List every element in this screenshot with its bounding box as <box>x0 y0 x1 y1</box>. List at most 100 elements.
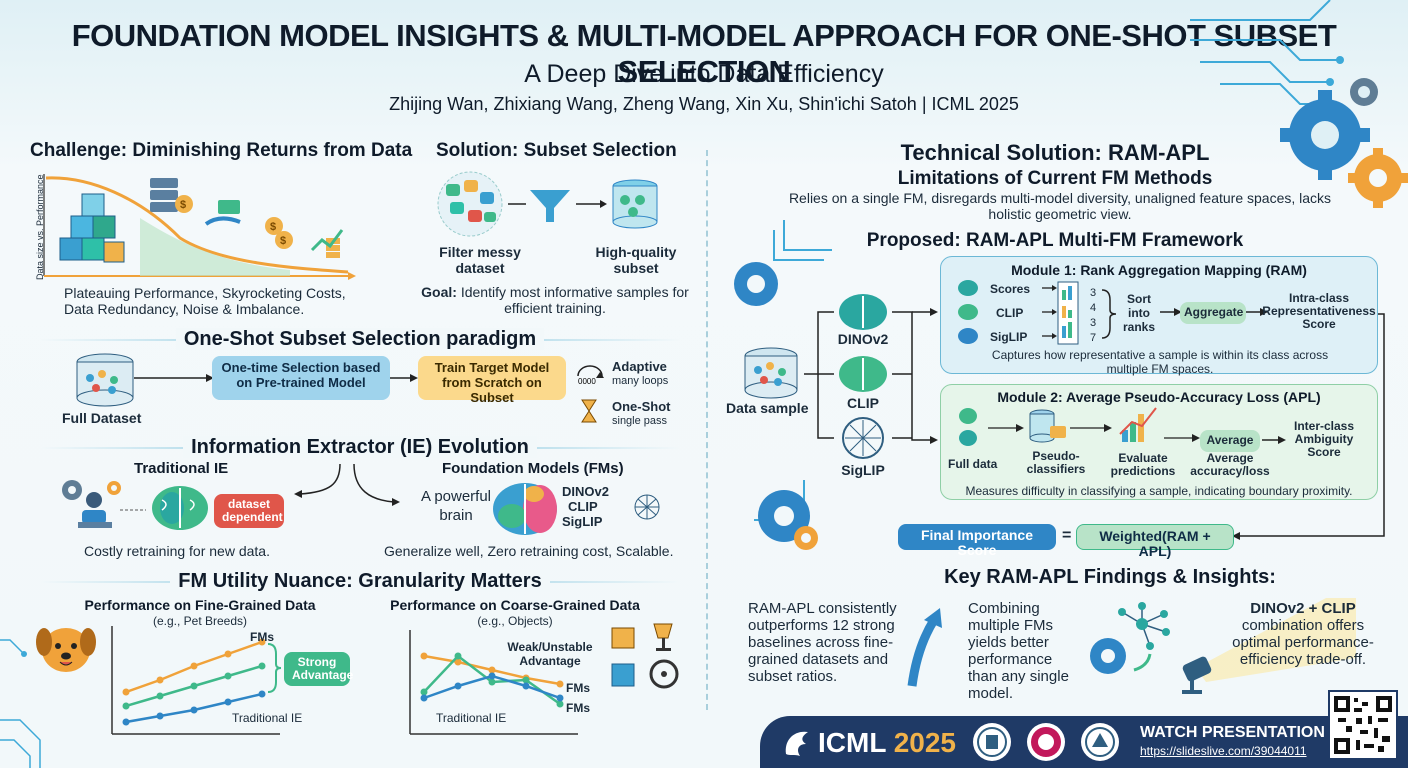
powerful-brain-label: A powerful brain <box>420 488 492 524</box>
equals-sign: = <box>1062 527 1072 544</box>
quality-subset-icon <box>612 179 658 229</box>
qr-code-icon <box>1334 696 1392 754</box>
gear-icon <box>794 526 818 550</box>
hand-money-icon <box>204 200 241 226</box>
goal-text: Identify most informative samples for ef… <box>460 284 689 316</box>
svg-text:0000: 0000 <box>578 377 596 386</box>
final-formula-pill: Weighted(RAM + APL) <box>1076 524 1234 559</box>
data-sample-icon <box>744 347 798 399</box>
m1-sort-label: Sort into ranks <box>1122 292 1156 334</box>
gears-decoration <box>1190 0 1408 208</box>
coarse-fms-label-1: FMs <box>566 681 590 695</box>
traditional-ie-illustration <box>62 480 208 530</box>
final-connector <box>1232 313 1385 540</box>
hourglass-icon <box>581 399 597 423</box>
network-icon <box>634 494 660 520</box>
fine-traditional-line-point <box>122 718 130 726</box>
fm-clip: CLIP <box>568 499 598 514</box>
strong-advantage-badge: Strong Advantage <box>284 652 353 686</box>
filter-label: Filter messy dataset <box>439 244 521 276</box>
presentation-url[interactable]: https://slideslive.com/39044011 <box>1140 744 1307 758</box>
model-clip: CLIP <box>847 395 879 411</box>
m1-caption: Captures how representative a sample is … <box>991 348 1329 376</box>
branch-arrows <box>294 463 400 506</box>
gear-icon <box>62 480 82 500</box>
coarse-traditional-line-point <box>454 682 462 690</box>
nuance-title: FM Utility Nuance: Granularity Matters <box>40 570 680 593</box>
data-sample-label: Data sample <box>726 400 809 416</box>
module1-inputs <box>958 280 1079 345</box>
finding-3: DINOv2 + CLIP combination offers optimal… <box>1218 600 1388 668</box>
svg-text:$: $ <box>280 235 286 247</box>
arrow <box>1160 308 1182 316</box>
model-branches <box>804 294 938 459</box>
challenge-axis-label: Data size vs. Performance <box>35 174 45 280</box>
fine-fm-line-2-point <box>224 672 232 680</box>
m1-aggregate-pill: Aggregate <box>1180 302 1246 324</box>
coarse-fm-line-2-point <box>454 652 462 660</box>
circuit-decoration <box>734 220 832 550</box>
fine-fm-line-1-point <box>190 662 198 670</box>
coarse-traditional-line-point <box>522 682 530 690</box>
arrow <box>1246 308 1268 316</box>
dog-icon <box>36 628 96 672</box>
coins-icon: $ $ <box>265 217 293 249</box>
fine-fm-line-1-point <box>156 676 164 684</box>
m2-avg-label: Average accuracy/loss <box>1190 451 1270 478</box>
footer-conf: ICML 2025 <box>818 727 956 759</box>
m1-input-scores: Scores <box>990 282 1031 296</box>
data-cubes-icon <box>59 193 125 263</box>
arrow <box>134 374 214 382</box>
column-divider <box>706 150 708 710</box>
university-seal-icon <box>1027 723 1065 761</box>
fine-fm-line-1-point <box>258 638 266 646</box>
coarse-traditional-line-point <box>420 694 428 702</box>
onetime-selection-box: One-time Selection based on Pre-trained … <box>212 356 390 400</box>
circuit-decoration <box>0 639 41 768</box>
footer-conf-year: 2025 <box>893 727 956 758</box>
coarse-fm-line-2-point <box>522 676 530 684</box>
watch-presentation-link[interactable]: WATCH PRESENTATION <box>1140 724 1325 741</box>
coarse-fm-line-1-point <box>556 680 564 688</box>
module2-title: Module 2: Average Pseudo-Accuracy Loss (… <box>997 389 1321 405</box>
m2-full-label: Full data <box>948 457 998 471</box>
train-target-box: Train Target Model from Scratch on Subse… <box>418 356 566 405</box>
box-icon <box>611 627 635 649</box>
funnel-icon <box>530 190 570 222</box>
svg-text:$: $ <box>180 199 186 211</box>
module2-flow <box>959 407 1200 446</box>
coarse-grained-title: Performance on Coarse-Grained Data <box>390 597 640 613</box>
fine-fm-line-2-point <box>258 662 266 670</box>
footer-conf-name: ICML <box>818 727 886 758</box>
finding-1: RAM-APL consistently outperforms 12 stro… <box>748 600 897 685</box>
coarse-fm-line-2-point <box>556 700 564 708</box>
final-score-pill: Final Importance Score <box>898 524 1056 558</box>
icml-logo-icon <box>785 731 808 756</box>
coarse-traditional-line-point <box>556 694 564 702</box>
fm-list: DINOv2 CLIP SigLIP <box>562 484 609 529</box>
fm-caption: Generalize well, Zero retraining cost, S… <box>384 543 674 559</box>
m1-output-label: Intra-class Representativeness Score <box>1262 291 1376 331</box>
gear-icon <box>1350 78 1378 106</box>
server-icon: $ <box>150 178 193 213</box>
brace-icon <box>1101 289 1117 339</box>
svg-text:$: $ <box>270 221 276 233</box>
subset-selection-illustration <box>437 171 658 237</box>
loop-icon: 0000 <box>577 365 604 386</box>
multi-model-icon <box>1090 602 1170 674</box>
fine-traditional-line-point <box>156 712 164 720</box>
fine-fms-label: FMs <box>250 630 274 644</box>
gear-icon <box>107 481 121 495</box>
challenge-title: Challenge: Diminishing Returns from Data <box>30 140 413 161</box>
person-laptop-icon <box>78 492 112 528</box>
fm-siglip: SigLIP <box>562 514 603 529</box>
m1-rank: 7 <box>1090 332 1097 344</box>
dinov2-brain-icon <box>839 294 887 330</box>
coarse-traditional-line-point <box>488 672 496 680</box>
university-seal-icon <box>973 723 1011 761</box>
m1-input-siglip: SigLIP <box>990 330 1028 344</box>
objects-icons <box>611 623 679 689</box>
qr-code[interactable] <box>1328 690 1398 760</box>
oneshot-title: One-Shot Subset Selection paradigm <box>40 328 680 351</box>
solution-title: Solution: Subset Selection <box>436 140 677 161</box>
